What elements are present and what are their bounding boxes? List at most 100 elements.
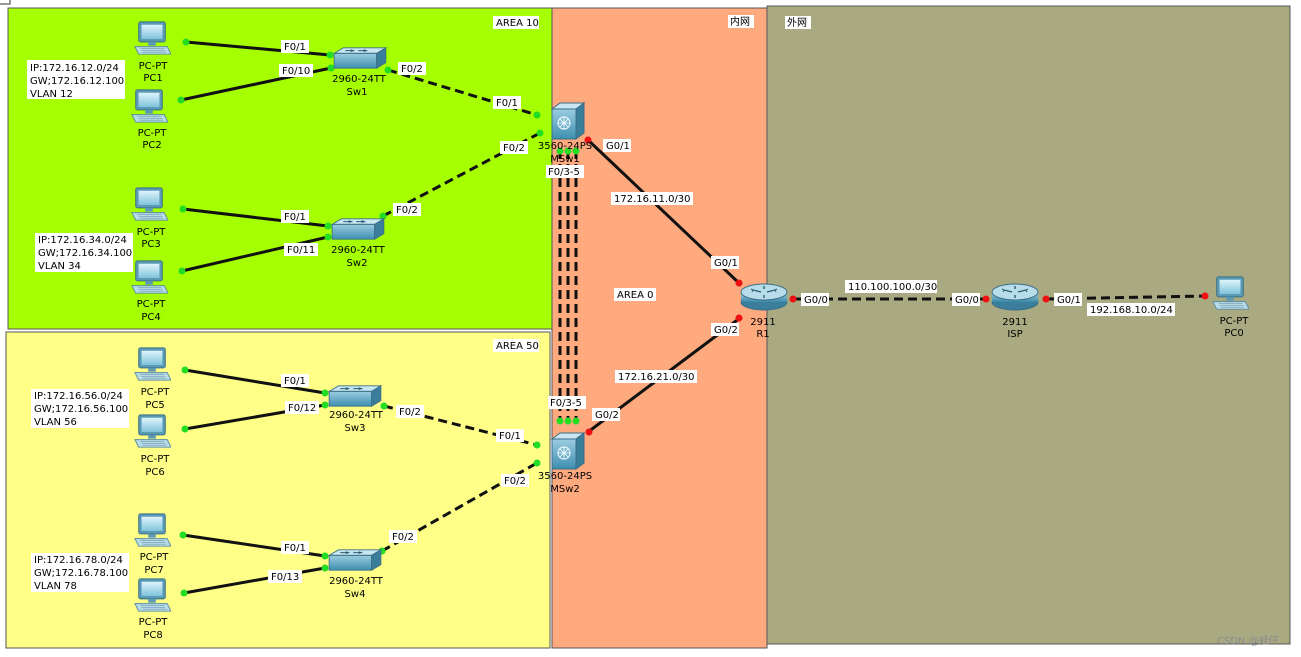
dot-sw1-f02 [384, 66, 392, 74]
port-bg [548, 396, 586, 409]
msw1-model: 3560-24PS [538, 141, 592, 152]
port-sw3-up: F0/2 [399, 407, 421, 418]
dot-sw1-f010 [327, 64, 335, 72]
net-bg [611, 192, 693, 205]
net-bg [845, 280, 937, 293]
port-bg [801, 293, 829, 306]
vlan78-id: VLAN 78 [34, 581, 77, 592]
pc8-icon[interactable] [134, 578, 171, 612]
dot-sw1-f01 [326, 51, 334, 59]
dot-pc8 [180, 589, 188, 597]
dot-pc5 [181, 366, 189, 374]
pc0-model: PC-PT [1220, 316, 1250, 327]
sw2-switch-icon[interactable] [331, 218, 385, 240]
dot-msw1-t1 [556, 147, 564, 155]
sw4-switch-icon[interactable] [328, 549, 382, 571]
dot-msw1-t2 [564, 147, 572, 155]
msw2-multilayer-switch-icon[interactable] [551, 432, 585, 470]
pc5-model: PC-PT [141, 387, 171, 398]
sw3-switch-icon[interactable] [328, 385, 382, 407]
link-pc3-sw2[interactable] [182, 207, 329, 228]
port-bg [393, 203, 421, 216]
area-50-label: AREA 50 [496, 341, 539, 352]
port-bg [389, 530, 417, 543]
dot-msw1-f02 [536, 129, 544, 137]
pc4-icon[interactable] [131, 260, 168, 294]
pc6-model: PC-PT [141, 454, 171, 465]
pc0-icon[interactable] [1212, 276, 1249, 310]
port-isp-g01: G0/1 [1057, 295, 1081, 306]
dot-msw2-g02 [585, 428, 593, 436]
port-r1-g02: G0/2 [714, 325, 738, 336]
sw1-name: Sw1 [347, 87, 368, 98]
sw4-name: Sw4 [345, 589, 366, 600]
port-bg [285, 401, 319, 414]
port-msw2-from-sw3: F0/1 [499, 431, 521, 442]
port-bg [268, 570, 302, 583]
port-sw1-up: F0/2 [401, 64, 423, 75]
pc1-model: PC-PT [139, 61, 169, 72]
msw1-multilayer-switch-icon[interactable] [551, 102, 585, 140]
port-bg [281, 40, 309, 53]
pc7-name: PC7 [144, 565, 163, 576]
sw1-switch-icon[interactable] [333, 47, 387, 69]
vlan34-gw: GW;172.16.34.100 [38, 248, 132, 259]
port-sw4-up: F0/2 [392, 532, 414, 543]
vlan34-ip: IP:172.16.34.0/24 [38, 235, 127, 246]
vlan78-ip: IP:172.16.78.0/24 [34, 555, 123, 566]
isp-router-icon[interactable] [991, 283, 1039, 311]
port-pc7-sw4: F0/1 [284, 543, 306, 554]
port-pc8-sw4: F0/13 [271, 572, 299, 583]
port-bg [398, 62, 426, 75]
dot-pc2 [177, 96, 185, 104]
port-msw1-g01: G0/1 [606, 141, 630, 152]
vlan56-gw: GW;172.16.56.100 [34, 404, 128, 415]
msw2-model: 3560-24PS [538, 471, 592, 482]
port-pc2-sw1: F0/10 [282, 66, 310, 77]
port-bg [281, 374, 309, 387]
port-msw1-from-sw1: F0/1 [496, 98, 518, 109]
inner-network-label: 内网 [730, 15, 750, 28]
dot-r1-g02 [735, 314, 743, 322]
pc2-icon[interactable] [131, 89, 168, 123]
outer-network-label: 外网 [787, 17, 807, 29]
dot-isp-g00 [982, 295, 990, 303]
pc6-icon[interactable] [134, 414, 171, 448]
link-pc4-sw2[interactable] [181, 235, 329, 273]
dot-msw1-f01 [533, 111, 541, 119]
port-bg [952, 293, 980, 306]
area-10-label: AREA 10 [496, 18, 539, 29]
area-0-label: AREA 0 [617, 290, 654, 301]
pc3-model: PC-PT [137, 227, 167, 238]
link-pc5-sw3[interactable] [184, 368, 326, 395]
port-bg [1054, 293, 1082, 306]
dot-msw2-t2 [564, 417, 572, 425]
outer-label-bg [785, 16, 811, 29]
link-isp-pc0[interactable] [1044, 294, 1206, 301]
sw3-model: 2960-24TT [329, 410, 384, 421]
pc1-icon[interactable] [134, 21, 171, 55]
port-pc6-sw3: F0/12 [288, 403, 316, 414]
net-bg [615, 370, 697, 383]
pc7-icon[interactable] [134, 513, 171, 547]
pc3-icon[interactable] [131, 187, 168, 221]
port-pc5-sw3: F0/1 [284, 376, 306, 387]
sw1-model: 2960-24TT [332, 74, 387, 85]
pc7-model: PC-PT [140, 552, 170, 563]
dot-r1-g00 [789, 295, 797, 303]
vlan56-note: IP:172.16.56.0/24 GW;172.16.56.100 VLAN … [31, 389, 129, 428]
dot-pc6 [181, 425, 189, 433]
port-bg [711, 323, 739, 336]
pc4-model: PC-PT [137, 299, 167, 310]
pc6-name: PC6 [145, 467, 164, 478]
pc4-name: PC4 [141, 312, 160, 323]
area-10-label-bg [493, 16, 539, 29]
dot-msw1-g01 [584, 136, 592, 144]
port-bg [546, 165, 584, 178]
r1-router-icon[interactable] [740, 283, 788, 311]
port-pc1-sw1: F0/1 [284, 42, 306, 53]
port-r1-g01: G0/1 [714, 258, 738, 269]
port-bg [603, 139, 631, 152]
pc5-icon[interactable] [134, 347, 171, 381]
sw2-model: 2960-24TT [331, 245, 386, 256]
